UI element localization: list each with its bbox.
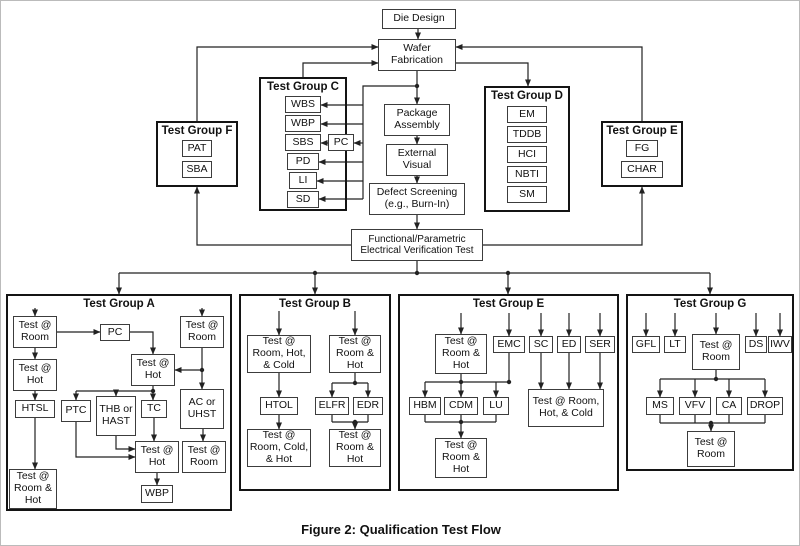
node-a-htsl: HTSL xyxy=(15,400,55,418)
node-b-edr: EDR xyxy=(353,397,383,415)
node-a-ac-or-uhst: AC or UHST xyxy=(180,389,224,429)
node-e-test-room-hot-cold: Test @ Room, Hot, & Cold xyxy=(528,389,604,427)
node-e-sc: SC xyxy=(529,336,553,353)
node-a-test-hot-1: Test @ Hot xyxy=(13,359,57,391)
node-g-test-room-lower: Test @ Room xyxy=(687,431,735,467)
group-e-top-box: Test Group E xyxy=(601,121,683,187)
node-b-test-room-hot-cold: Test @ Room, Hot, & Cold xyxy=(247,335,311,373)
node-b-test-room-hot-lower: Test @ Room & Hot xyxy=(329,429,381,467)
node-a-test-room-hot: Test @ Room & Hot xyxy=(9,469,57,509)
node-g-ms: MS xyxy=(646,397,674,415)
node-li: LI xyxy=(289,172,317,189)
node-char: CHAR xyxy=(621,161,663,178)
node-g-vfv: VFV xyxy=(679,397,711,415)
node-g-gfl: GFL xyxy=(632,336,660,353)
node-a-test-room-2: Test @ Room xyxy=(180,316,224,348)
node-e-emc: EMC xyxy=(493,336,525,353)
node-functional-parametric-test: Functional/Parametric Electrical Verific… xyxy=(351,229,483,261)
node-wafer-fabrication: Wafer Fabrication xyxy=(378,39,456,71)
node-die-design: Die Design xyxy=(382,9,456,29)
node-g-lt: LT xyxy=(664,336,686,353)
node-sbs: SBS xyxy=(285,134,321,151)
node-a-wbp: WBP xyxy=(141,485,173,503)
node-e-test-room-hot-lower: Test @ Room & Hot xyxy=(435,438,487,478)
node-b-test-room-cold-hot: Test @ Room, Cold, & Hot xyxy=(247,429,311,467)
node-pc-top: PC xyxy=(328,134,354,151)
node-g-ca: CA xyxy=(716,397,742,415)
node-g-ds: DS xyxy=(745,336,767,353)
figure-caption: Figure 2: Qualification Test Flow xyxy=(301,522,501,537)
node-defect-screening: Defect Screening (e.g., Burn-In) xyxy=(369,183,465,215)
group-a-label: Test Group A xyxy=(83,298,155,310)
node-a-thb-or-hast: THB or HAST xyxy=(96,396,136,436)
node-e-cdm: CDM xyxy=(444,397,478,415)
node-g-test-room-upper: Test @ Room xyxy=(692,334,740,370)
node-pat: PAT xyxy=(182,140,212,157)
group-e-top-label: Test Group E xyxy=(606,125,678,137)
group-b-label: Test Group B xyxy=(279,298,351,310)
node-a-test-room-1: Test @ Room xyxy=(13,316,57,348)
node-a-tc: TC xyxy=(141,400,167,418)
node-tddb: TDDB xyxy=(507,126,547,143)
node-wbs: WBS xyxy=(285,96,321,113)
group-b-box: Test Group B xyxy=(239,294,391,491)
node-external-visual: External Visual xyxy=(386,144,448,176)
group-e-bottom-box: Test Group E xyxy=(398,294,619,491)
node-a-test-room-3: Test @ Room xyxy=(182,441,226,473)
group-f-label: Test Group F xyxy=(161,125,233,137)
group-d-box: Test Group D xyxy=(484,86,570,212)
group-e-bottom-label: Test Group E xyxy=(472,298,545,310)
node-e-ed: ED xyxy=(557,336,581,353)
node-e-ser: SER xyxy=(585,336,615,353)
group-d-label: Test Group D xyxy=(491,90,563,102)
node-a-ptc: PTC xyxy=(61,400,91,422)
group-a-box: Test Group A xyxy=(6,294,232,511)
node-g-iwv: IWV xyxy=(768,336,792,353)
node-package-assembly: Package Assembly xyxy=(384,104,450,136)
node-sd: SD xyxy=(287,191,319,208)
group-f-box: Test Group F xyxy=(156,121,238,187)
node-e-hbm: HBM xyxy=(409,397,441,415)
node-e-lu: LU xyxy=(483,397,509,415)
node-wbp-c: WBP xyxy=(285,115,321,132)
node-sba: SBA xyxy=(182,161,212,178)
node-a-test-hot-3: Test @ Hot xyxy=(135,441,179,473)
node-g-drop: DROP xyxy=(747,397,783,415)
node-b-test-room-hot-upper: Test @ Room & Hot xyxy=(329,335,381,373)
node-em: EM xyxy=(507,106,547,123)
group-g-box: Test Group G xyxy=(626,294,794,471)
group-c-label: Test Group C xyxy=(267,81,339,93)
node-fg: FG xyxy=(626,140,658,157)
node-pd: PD xyxy=(287,153,319,170)
node-nbti: NBTI xyxy=(507,166,547,183)
node-b-htol: HTOL xyxy=(260,397,298,415)
node-e-test-room-hot-upper: Test @ Room & Hot xyxy=(435,334,487,374)
node-a-test-hot-2: Test @ Hot xyxy=(131,354,175,386)
node-a-pc: PC xyxy=(100,324,130,341)
group-g-label: Test Group G xyxy=(673,298,747,310)
node-sm: SM xyxy=(507,186,547,203)
node-hci: HCI xyxy=(507,146,547,163)
node-b-elfr: ELFR xyxy=(315,397,349,415)
